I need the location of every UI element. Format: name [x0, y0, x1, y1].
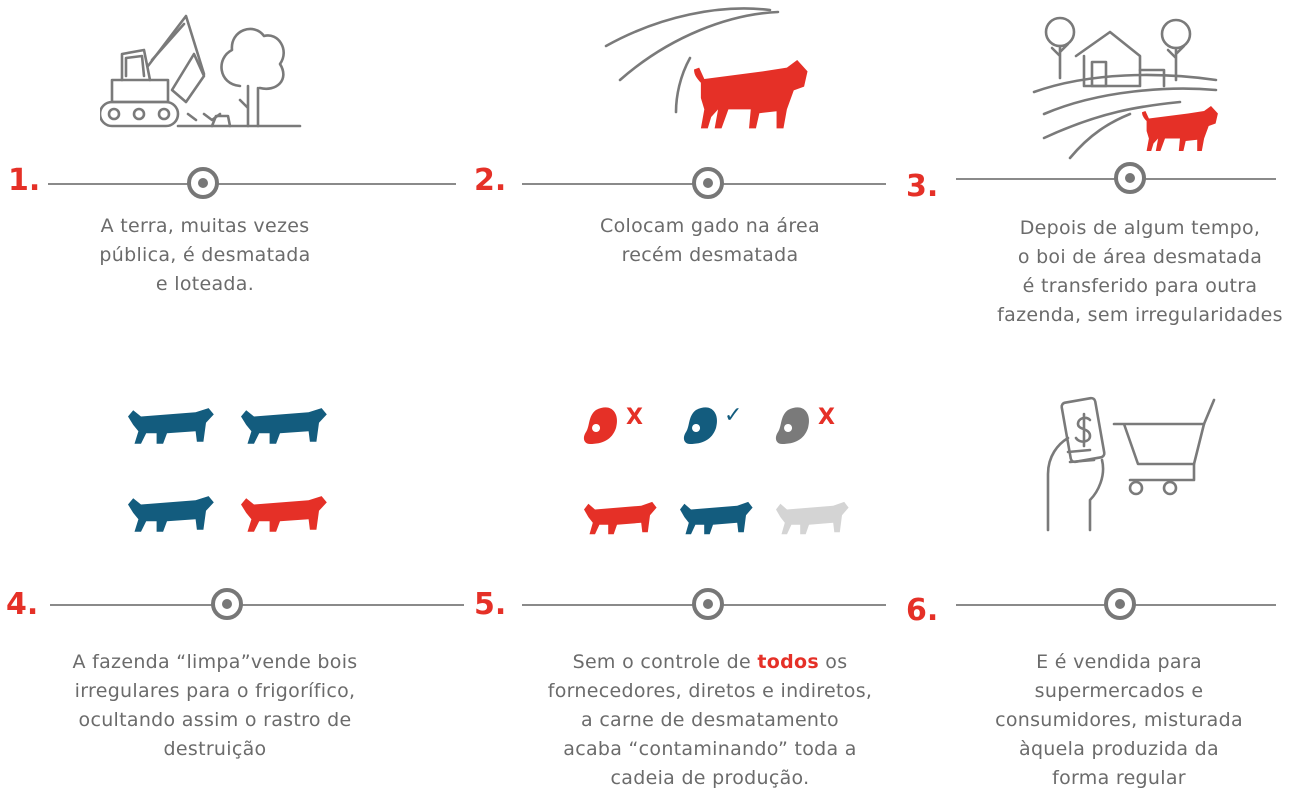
timeline-node: [692, 167, 724, 199]
phone-cart-icon: [1044, 396, 1224, 536]
step-number: 3.: [906, 169, 939, 204]
step-description: Sem o controle de todos os fornecedores,…: [547, 651, 873, 789]
step-number: 5.: [474, 587, 507, 622]
timeline-line: [50, 604, 464, 606]
mark-x-gray: X: [818, 405, 835, 430]
timeline-node: [211, 588, 243, 620]
step-number: 6.: [906, 593, 939, 628]
cow-in-field-icon: [600, 6, 840, 140]
step-number: 2.: [474, 163, 507, 198]
timeline-node: [1104, 588, 1136, 620]
timeline-node: [187, 167, 219, 199]
timeline-node: [1114, 162, 1146, 194]
farm-transfer-icon: [1030, 10, 1220, 164]
excavator-tree-icon: [98, 10, 315, 134]
step-number: 1.: [8, 163, 41, 198]
supplier-check-icon: X ✓ X: [582, 398, 862, 552]
step-description: Depois de algum tempo,o boi de área desm…: [997, 217, 1283, 326]
timeline-node: [692, 588, 724, 620]
mark-check: ✓: [724, 403, 742, 428]
cattle-herd-icon: [128, 402, 338, 546]
step-number: 4.: [6, 587, 39, 622]
timeline-line: [48, 183, 456, 185]
emphasis-todos: todos: [757, 651, 819, 673]
mark-x-red: X: [626, 405, 643, 430]
